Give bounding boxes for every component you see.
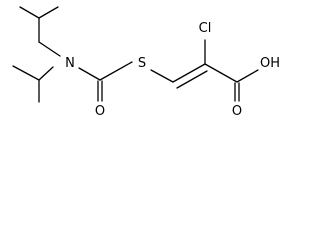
carboxyl-double-bond — [234, 82, 240, 102]
upper-isopropyl-group — [19, 6, 59, 43]
carbonyl-double-bond — [97, 80, 103, 102]
carbonyl-oxygen-label: O — [95, 104, 105, 119]
bond-to-carboxyl-carbon — [204, 63, 238, 83]
acid-oxygen-label: O — [232, 104, 242, 119]
chlorine-label: Cl — [199, 21, 212, 36]
bond-sulfur-to-vinyl-ch — [150, 69, 174, 83]
sulfur-label: S — [138, 56, 146, 71]
bond-alkene-line1 — [172, 63, 206, 83]
nitrogen-label: N — [65, 56, 75, 71]
bond-upper-ch-to-nitrogen — [38, 41, 61, 57]
bond-nitrogen-to-carbonyl — [78, 67, 101, 81]
alkene-double-bond — [172, 63, 208, 89]
hydroxyl-label: OH — [260, 56, 280, 71]
bond-carboxyl-to-hydroxyl — [236, 69, 259, 83]
bond-upper-ch-methyl-left — [19, 6, 40, 19]
bond-lower-ch-methyl-left — [12, 65, 40, 81]
bond-carbonyl-to-sulfur — [99, 61, 133, 81]
bond-upper-ch-methyl-right — [38, 6, 59, 19]
lower-isopropyl-group — [12, 65, 54, 103]
bond-alkene-line2 — [176, 70, 208, 89]
chemical-structure-diagram: N S O Cl O OH — [12, 6, 280, 119]
bond-n-to-lower-ch — [38, 66, 54, 81]
